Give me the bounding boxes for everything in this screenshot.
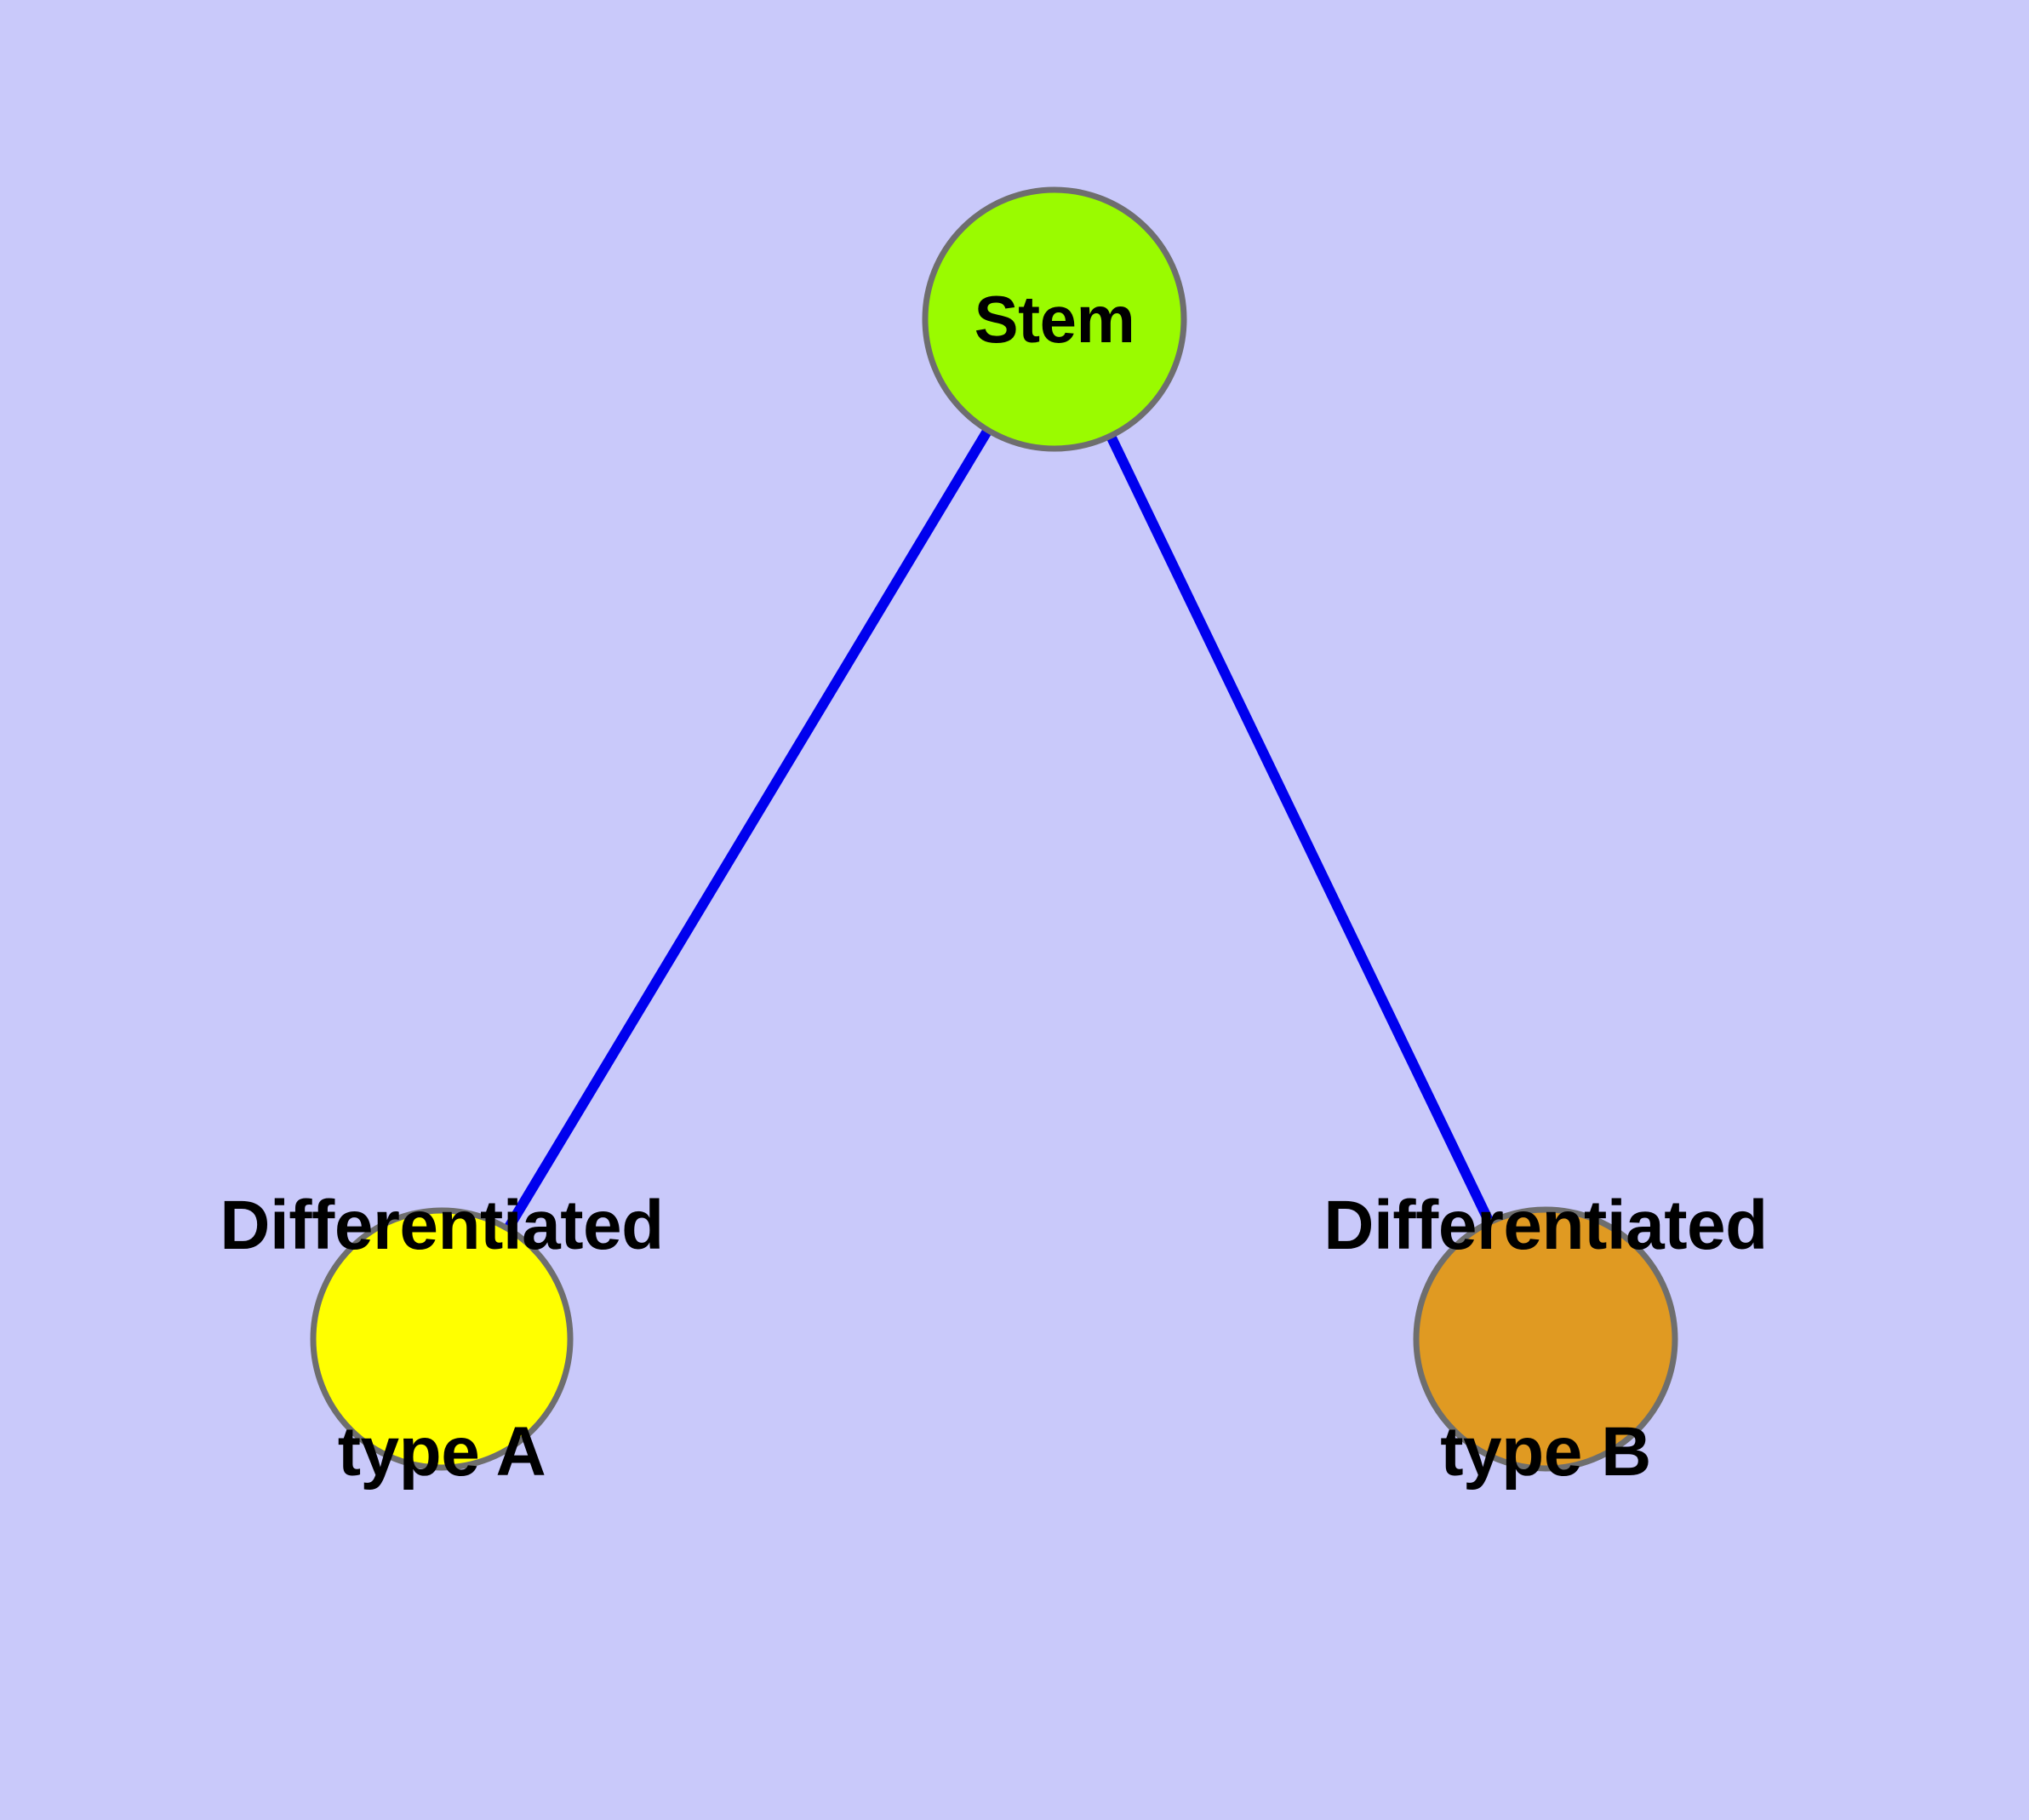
node-differentiated-type-b[interactable]: [1413, 1206, 1678, 1472]
node-differentiated-type-a[interactable]: [310, 1207, 574, 1471]
node-stem[interactable]: [922, 186, 1187, 452]
edge-stem-to-differentiated-type-b[interactable]: [1106, 433, 1495, 1225]
node-layer: [310, 186, 1678, 1472]
edge-layer: [503, 427, 1495, 1232]
edge-stem-to-differentiated-type-a[interactable]: [503, 427, 992, 1232]
